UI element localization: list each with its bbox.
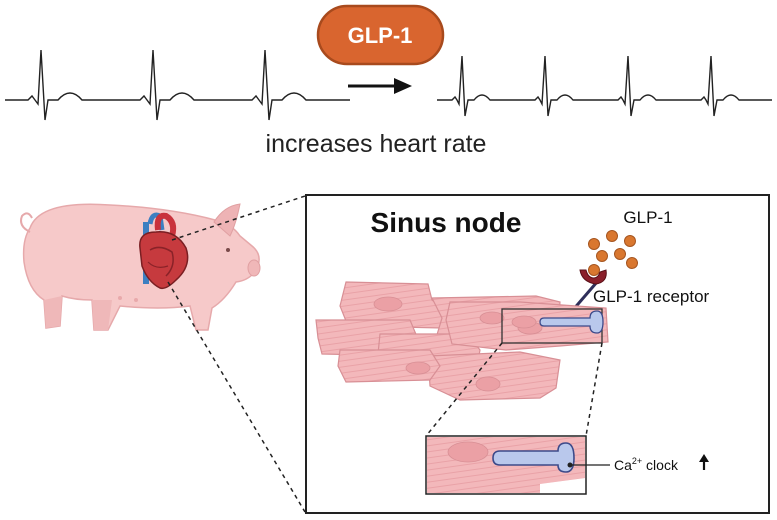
effect-caption: increases heart rate [266,130,487,158]
highlight-nucleus [511,315,537,329]
clock-label-base: Ca [614,457,632,473]
receptor-label: GLP-1 receptor [593,287,710,306]
heart-icon [139,212,189,290]
calcium-store-small [539,310,604,334]
clock-label-sup: 2+ [632,456,642,466]
calcium-store-large [492,442,575,473]
pig-illustration [20,203,261,331]
glp1-hormone-badge: GLP-1 [316,4,445,66]
zoomed-cell-inset [425,435,610,495]
glp1-badge-label: GLP-1 [348,23,413,48]
arrow-up-icon [699,454,709,470]
calcium-clock-label: Ca2+ clock [614,454,709,473]
clock-label-tail: clock [642,457,679,473]
glp1-ligand-dots [588,230,638,276]
cell-nuclei [373,296,543,392]
svg-text:Ca2+ clock: Ca2+ clock [614,456,679,473]
arrow-right-icon [348,78,412,94]
ecg-baseline-trace [5,49,350,121]
ligand-label: GLP-1 [623,208,672,227]
ecg-increased-trace [437,55,772,117]
panel-title: Sinus node [371,207,522,238]
